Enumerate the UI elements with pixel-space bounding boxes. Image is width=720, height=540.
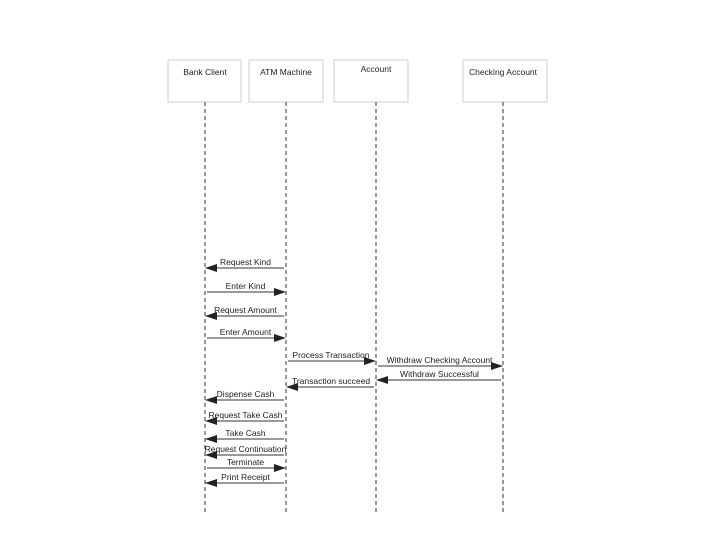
message-dispense-cash: Dispense Cash	[205, 389, 284, 404]
message-terminate: Terminate	[207, 457, 286, 472]
message-label-withdraw-successful: Withdraw Successful	[400, 369, 479, 379]
message-process-transaction: Process Transaction	[288, 350, 376, 365]
message-label-terminate: Terminate	[227, 457, 265, 467]
participant-box-checking-account	[462, 59, 548, 103]
message-label-dispense-cash: Dispense Cash	[217, 389, 275, 399]
message-withdraw-checking-account: Withdraw Checking Account	[378, 355, 503, 370]
message-label-request-take-cash: Request Take Cash	[208, 410, 282, 420]
participant-checking-account: Checking Account	[462, 59, 548, 512]
message-enter-amount: Enter Amount	[207, 327, 286, 342]
message-label-request-continuation: Request Continuation	[205, 444, 287, 454]
message-enter-kind: Enter Kind	[207, 281, 286, 296]
participant-box-atm-machine	[248, 59, 324, 103]
participant-box-bank-client	[167, 59, 242, 103]
message-request-take-cash: Request Take Cash	[205, 410, 284, 425]
participant-label-checking-account: Checking Account	[469, 67, 538, 77]
message-label-take-cash: Take Cash	[225, 428, 265, 438]
message-request-continuation: Request Continuation	[205, 444, 287, 459]
message-label-process-transaction: Process Transaction	[292, 350, 369, 360]
message-transaction-succeed: Transaction succeed	[286, 376, 374, 391]
message-label-request-amount: Request Amount	[214, 305, 277, 315]
participant-account: Account	[333, 59, 409, 512]
message-request-amount: Request Amount	[205, 305, 284, 320]
message-take-cash: Take Cash	[205, 428, 284, 443]
participant-label-account: Account	[361, 64, 392, 74]
message-withdraw-successful: Withdraw Successful	[376, 369, 501, 384]
message-label-withdraw-checking-account: Withdraw Checking Account	[387, 355, 493, 365]
participant-box-account	[333, 59, 409, 103]
message-label-enter-kind: Enter Kind	[226, 281, 266, 291]
message-label-enter-amount: Enter Amount	[220, 327, 272, 337]
message-label-transaction-succeed: Transaction succeed	[292, 376, 370, 386]
message-label-print-receipt: Print Receipt	[221, 472, 270, 482]
participants-layer: Bank Client ATM Machine Account Checking Ac…	[167, 59, 548, 512]
message-print-receipt: Print Receipt	[205, 472, 284, 487]
participant-label-bank-client: Bank Client	[183, 67, 227, 77]
participant-bank-client: Bank Client	[167, 59, 242, 512]
message-request-kind: Request Kind	[205, 257, 284, 272]
participant-atm-machine: ATM Machine	[248, 59, 324, 512]
message-label-request-kind: Request Kind	[220, 257, 271, 267]
participant-label-atm-machine: ATM Machine	[260, 67, 312, 77]
